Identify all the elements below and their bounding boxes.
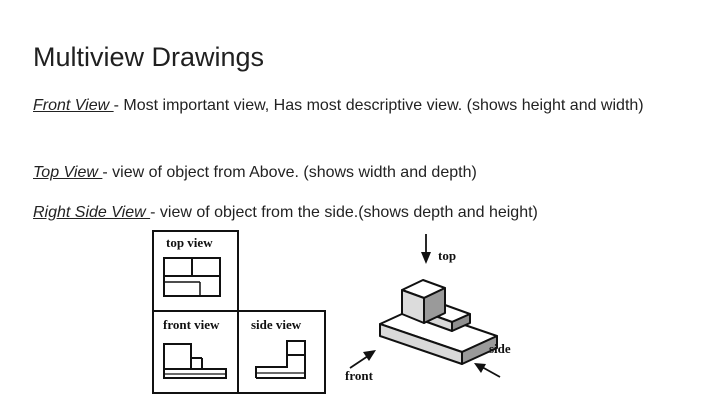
front-view-label: front view	[163, 317, 220, 332]
top-arrow-icon	[421, 234, 431, 264]
step-side-face	[451, 313, 471, 332]
top-view-label: top view	[166, 235, 213, 250]
top-view-drawing	[163, 257, 221, 297]
isometric-object	[379, 279, 498, 365]
multiview-diagram: top view front view side view	[152, 230, 511, 394]
side-view-label: side view	[251, 317, 302, 332]
view-arrows	[349, 234, 501, 378]
front-view-paragraph: Front View - Most important view, Has mo…	[33, 94, 693, 118]
side-view-box	[237, 310, 326, 394]
front-view-drawing	[163, 343, 227, 379]
top-view-description: - view of object from Above. (shows widt…	[102, 164, 477, 181]
slide-title: Multiview Drawings	[33, 42, 265, 72]
multiview-figure: top view front view side view	[140, 228, 540, 398]
top-view-paragraph: Top View - view of object from Above. (s…	[33, 161, 693, 185]
side-view-drawing	[255, 340, 306, 379]
side-arrow-icon	[474, 363, 501, 378]
side-view-paragraph: Right Side View - view of object from th…	[33, 201, 693, 225]
top-view-term: Top View	[33, 164, 103, 181]
base-side-face	[461, 335, 498, 365]
front-view-term: Front View	[33, 97, 114, 114]
front-view-description: - Most important view, Has most descript…	[113, 97, 644, 114]
side-view-description: - view of object from the side.(shows de…	[150, 204, 538, 221]
front-direction-label: front	[345, 368, 374, 383]
cube-side-face	[423, 287, 446, 324]
side-direction-label: side	[489, 341, 511, 356]
side-view-term: Right Side View	[33, 204, 151, 221]
orthographic-views	[152, 230, 326, 394]
top-direction-label: top	[438, 248, 456, 263]
front-arrow-icon	[349, 350, 376, 369]
